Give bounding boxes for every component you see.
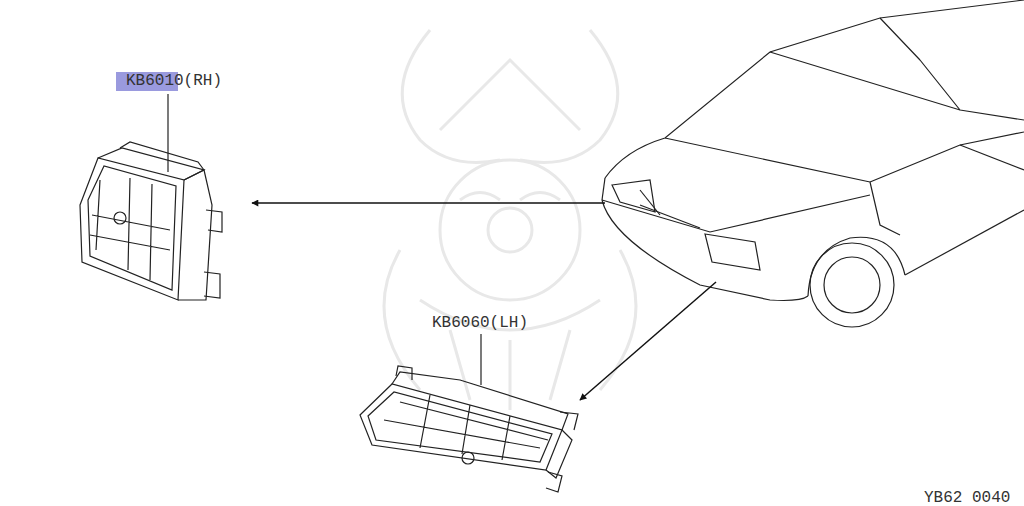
drawing-stroke	[640, 205, 700, 228]
drawing-stroke	[560, 412, 578, 430]
drawing-stroke	[605, 0, 1024, 178]
drawing-stroke	[665, 138, 870, 182]
drawing-stroke	[824, 257, 880, 313]
drawing-stroke	[392, 372, 568, 430]
drawing-stroke	[206, 210, 222, 232]
drawing-stroke	[80, 158, 184, 300]
drawing-stroke	[612, 180, 655, 212]
drawing-stroke	[520, 30, 618, 163]
drawing-stroke	[178, 170, 212, 300]
drawing-stroke	[252, 202, 605, 204]
drawing-stroke	[705, 234, 760, 270]
drawing-stroke	[462, 452, 474, 464]
drawing-stroke	[120, 142, 204, 170]
leader-lines	[168, 94, 481, 385]
drawing-stroke	[870, 132, 1024, 182]
drawing-stroke	[360, 384, 562, 470]
drawing-stroke	[546, 430, 572, 478]
drawing-stroke	[880, 18, 960, 110]
drawing-stroke	[450, 330, 570, 410]
drawing-stroke	[602, 200, 808, 301]
drawing-stroke	[602, 195, 870, 232]
pointer-arrows	[252, 203, 716, 400]
drawing-stroke	[870, 182, 900, 235]
drawing-stroke	[114, 212, 126, 224]
drawing-stroke	[580, 282, 716, 400]
drawing-stroke	[640, 190, 660, 215]
drawing-stroke	[808, 237, 905, 296]
drawing-stroke	[204, 272, 220, 298]
drawing-stroke	[440, 160, 580, 300]
drawing-stroke	[402, 30, 500, 163]
car-outline	[602, 0, 1024, 327]
drawing-stroke	[384, 395, 548, 460]
part-number: KB6010(RH)	[126, 73, 222, 89]
lh-headlamp	[360, 366, 578, 492]
drawing-stroke	[960, 145, 1024, 170]
rh-headlamp	[80, 142, 222, 300]
drawing-stroke	[602, 178, 605, 200]
drawing-stroke	[368, 392, 552, 462]
drawing-stroke	[546, 472, 562, 492]
drawing-stroke	[420, 300, 600, 330]
drawing-stroke	[480, 334, 481, 385]
drawing-stroke	[905, 210, 1024, 275]
watermark	[384, 30, 636, 410]
drawing-stroke	[90, 178, 170, 280]
drawing-stroke	[810, 243, 894, 327]
drawing-stroke	[440, 60, 580, 130]
drawing-stroke	[98, 148, 204, 180]
drawing-stroke	[460, 193, 560, 201]
figure-code: YB62 0040	[924, 490, 1010, 506]
part-number: KB6060(LH)	[432, 315, 528, 331]
drawing-stroke	[488, 208, 532, 252]
drawing-stroke	[88, 166, 176, 290]
drawing-stroke	[396, 366, 412, 380]
drawing-stroke	[770, 52, 1024, 120]
